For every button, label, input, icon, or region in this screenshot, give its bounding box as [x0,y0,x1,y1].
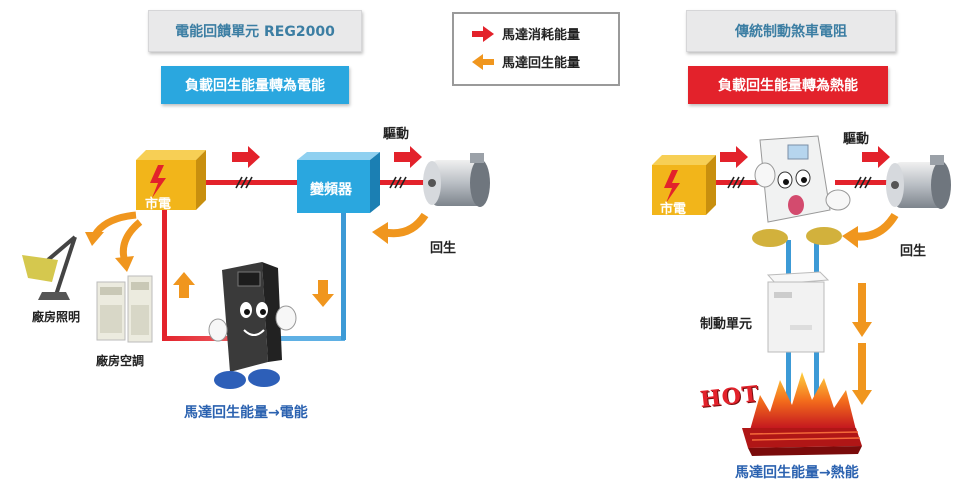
right-drive-label: 驅動 [843,132,870,147]
right-motor [886,155,951,209]
legend-regen-label: 馬達回生能量 [502,56,581,71]
right-title-box: 傳統制動煞車電阻 [686,10,896,52]
right-subtitle-box: 負載回生能量轉為熱能 [688,66,888,104]
left-subtitle: 負載回生能量轉為電能 [185,78,325,94]
left-drive-label: 驅動 [383,127,410,142]
right-down-arrows [852,283,872,405]
left-regen-curve [382,212,429,238]
lightning-icon-right [664,170,680,203]
right-title: 傳統制動煞車電阻 [735,24,847,40]
left-grid-cube [136,150,206,210]
lightning-icon [150,165,166,198]
brake-unit [766,271,830,353]
right-regen-curve [852,212,899,241]
right-grid-label: 市電 [660,202,687,217]
inverter-label: 變頻器 [310,182,352,198]
fire-resistor [742,372,862,456]
right-grid-cube [652,155,716,215]
left-title: 電能回饋單元 REG2000 [175,24,335,40]
left-grid-label: 市電 [145,197,172,212]
legend-consume-row: 馬達消耗能量 [472,24,580,43]
legend: 馬達消耗能量 馬達回生能量 [452,12,620,86]
right-regen-label: 回生 [900,244,927,259]
right-wiring [712,176,890,425]
orange-arrow-icon [472,53,494,70]
legend-consume-label: 馬達消耗能量 [502,28,581,43]
left-consume-arrow-2 [394,146,422,168]
aircon-icon [96,275,153,343]
stressed-inverter-mascot [752,135,851,247]
inverter-cube [297,152,380,213]
arrow-to-aircon [119,219,143,264]
right-consume-arrow-2 [862,146,890,168]
right-consume-arrow-1 [720,146,748,168]
left-subtitle-box: 負載回生能量轉為電能 [161,66,349,104]
inverter-mascot [208,262,297,389]
lamp-icon [22,235,77,300]
left-down-arrow [312,280,334,307]
left-wiring [162,176,432,341]
red-arrow-icon [472,25,494,42]
right-caption: 馬達回生能量→熱能 [735,465,859,481]
lighting-label: 廠房照明 [32,310,81,324]
left-regen-label: 回生 [430,241,457,256]
brake-unit-label: 制動單元 [700,317,753,332]
left-title-box: 電能回饋單元 REG2000 [148,10,362,52]
left-caption: 馬達回生能量→電能 [184,405,308,421]
left-up-arrow [173,272,195,298]
left-consume-arrow-1 [232,146,260,168]
aircon-label: 廠房空調 [96,354,145,368]
right-subtitle: 負載回生能量轉為熱能 [718,78,858,94]
legend-regen-row: 馬達回生能量 [472,52,580,71]
left-motor [423,153,490,207]
